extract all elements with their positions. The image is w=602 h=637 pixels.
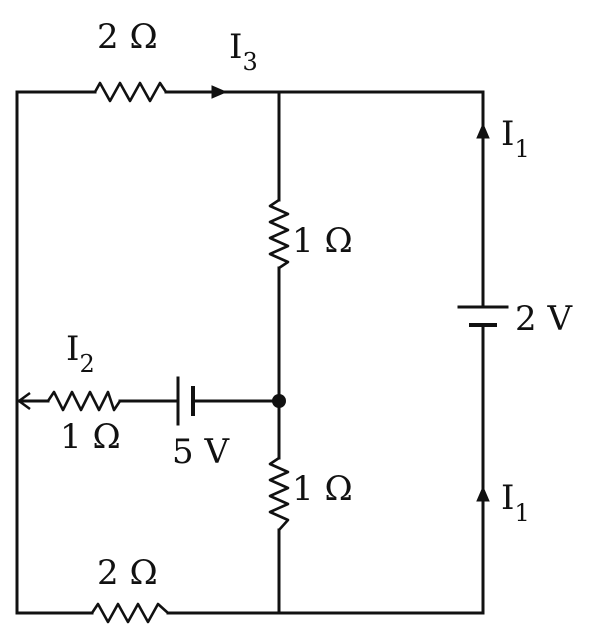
label-resistor-middle-upper: 1 Ω: [292, 221, 353, 261]
resistor-top-2ohm: [93, 81, 168, 103]
label-current-i1-upper: I1: [501, 114, 530, 163]
resistor-middle-lower-1ohm: [268, 456, 290, 531]
label-resistor-bottom: 2 Ω: [97, 553, 158, 593]
label-current-i2: I2: [66, 329, 95, 378]
resistor-bottom-2ohm: [90, 602, 169, 624]
junction-dot: [272, 394, 286, 408]
label-battery-5v: 5 V: [172, 432, 230, 472]
arrow-i2-icon: [16, 391, 31, 411]
battery-2v: [457, 305, 509, 327]
arrow-i3-icon: [211, 85, 228, 99]
label-resistor-left-branch: 1 Ω: [60, 417, 121, 457]
battery-5v: [176, 376, 195, 426]
label-battery-2v: 2 V: [515, 299, 573, 339]
label-current-i3: I3: [229, 27, 258, 76]
resistor-middle-upper-1ohm: [268, 198, 290, 270]
label-resistor-middle-lower: 1 Ω: [292, 469, 353, 509]
arrow-i1-lower-icon: [476, 485, 490, 502]
label-resistor-top: 2 Ω: [97, 17, 158, 57]
arrow-i1-upper-icon: [476, 122, 490, 139]
resistor-left-branch-1ohm: [46, 390, 122, 412]
label-current-i1-lower: I1: [501, 478, 530, 527]
